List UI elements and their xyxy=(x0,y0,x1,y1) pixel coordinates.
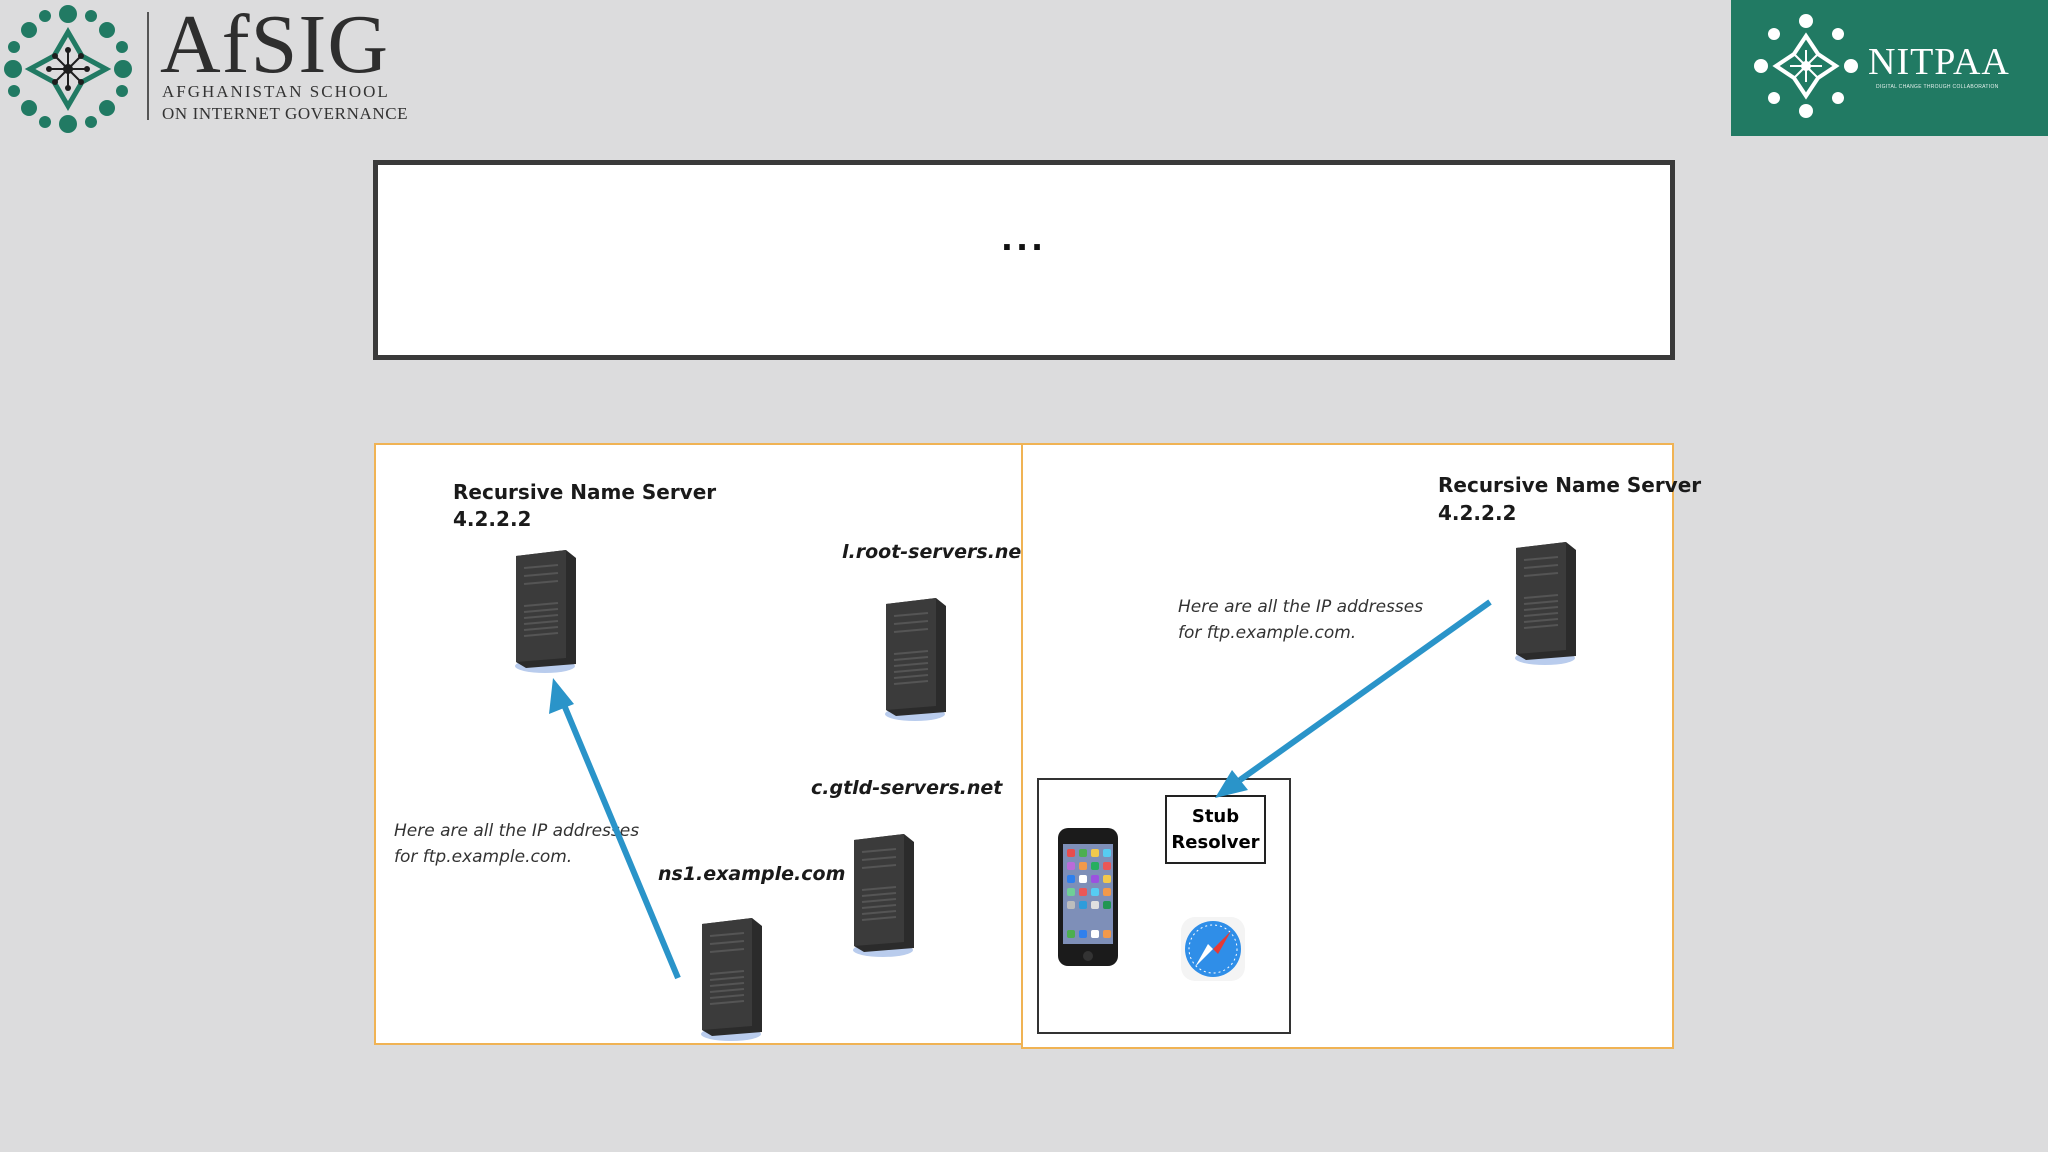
logo-divider xyxy=(147,12,149,120)
authoritative-server-icon xyxy=(701,918,762,1041)
afsig-title: AfSIG xyxy=(160,0,389,91)
recursive-server-label-right: Recursive Name Server xyxy=(1438,473,1702,497)
slide-title: ... xyxy=(1001,215,1047,259)
root-server-label: l.root-servers.net xyxy=(842,541,1031,563)
root-server-icon xyxy=(885,598,946,721)
nitpaa-title: NITPAA xyxy=(1868,41,2010,83)
arrow-authoritative-to-recursive xyxy=(549,678,681,980)
afsig-logo xyxy=(0,0,420,140)
authoritative-server-label: ns1.example.com xyxy=(658,863,846,885)
answer-note-line1: Here are all the IP addresses xyxy=(394,821,640,841)
recursive-server-label: Recursive Name Server xyxy=(453,480,717,504)
smartphone-icon xyxy=(1058,828,1118,966)
nitpaa-logo xyxy=(1731,0,2048,136)
recursive-server-ip: 4.2.2.2 xyxy=(453,507,532,531)
recursive-server-icon xyxy=(515,550,576,673)
nitpaa-tagline: DIGITAL CHANGE THROUGH COLLABORATION xyxy=(1876,84,1999,90)
arrow-recursive-to-stub xyxy=(1215,599,1492,798)
answer-note-line2: for ftp.example.com. xyxy=(394,847,573,867)
nitpaa-emblem-icon xyxy=(1754,14,1858,118)
gtld-server-icon xyxy=(853,834,914,957)
answer-note-right-line2: for ftp.example.com. xyxy=(1178,623,1357,643)
stub-resolver-box: Stub Resolver xyxy=(1165,795,1266,864)
recursive-server-ip-right: 4.2.2.2 xyxy=(1438,501,1517,525)
afsig-subtitle-line2: ON INTERNET GOVERNANCE xyxy=(162,104,409,123)
gtld-server-label: c.gtld-servers.net xyxy=(811,777,1003,799)
recursive-server-icon-right xyxy=(1515,542,1576,665)
afsig-subtitle-line1: AFGHANISTAN SCHOOL xyxy=(162,82,390,101)
answer-note-right-line1: Here are all the IP addresses xyxy=(1178,597,1424,617)
stub-resolver-line1: Stub xyxy=(1191,806,1240,827)
browser-compass-icon xyxy=(1181,917,1245,981)
afsig-emblem-icon xyxy=(4,5,132,133)
stub-resolver-line2: Resolver xyxy=(1171,832,1260,853)
slide-title-box: ... xyxy=(373,160,1675,360)
diagram-panel-left xyxy=(374,443,1023,1045)
